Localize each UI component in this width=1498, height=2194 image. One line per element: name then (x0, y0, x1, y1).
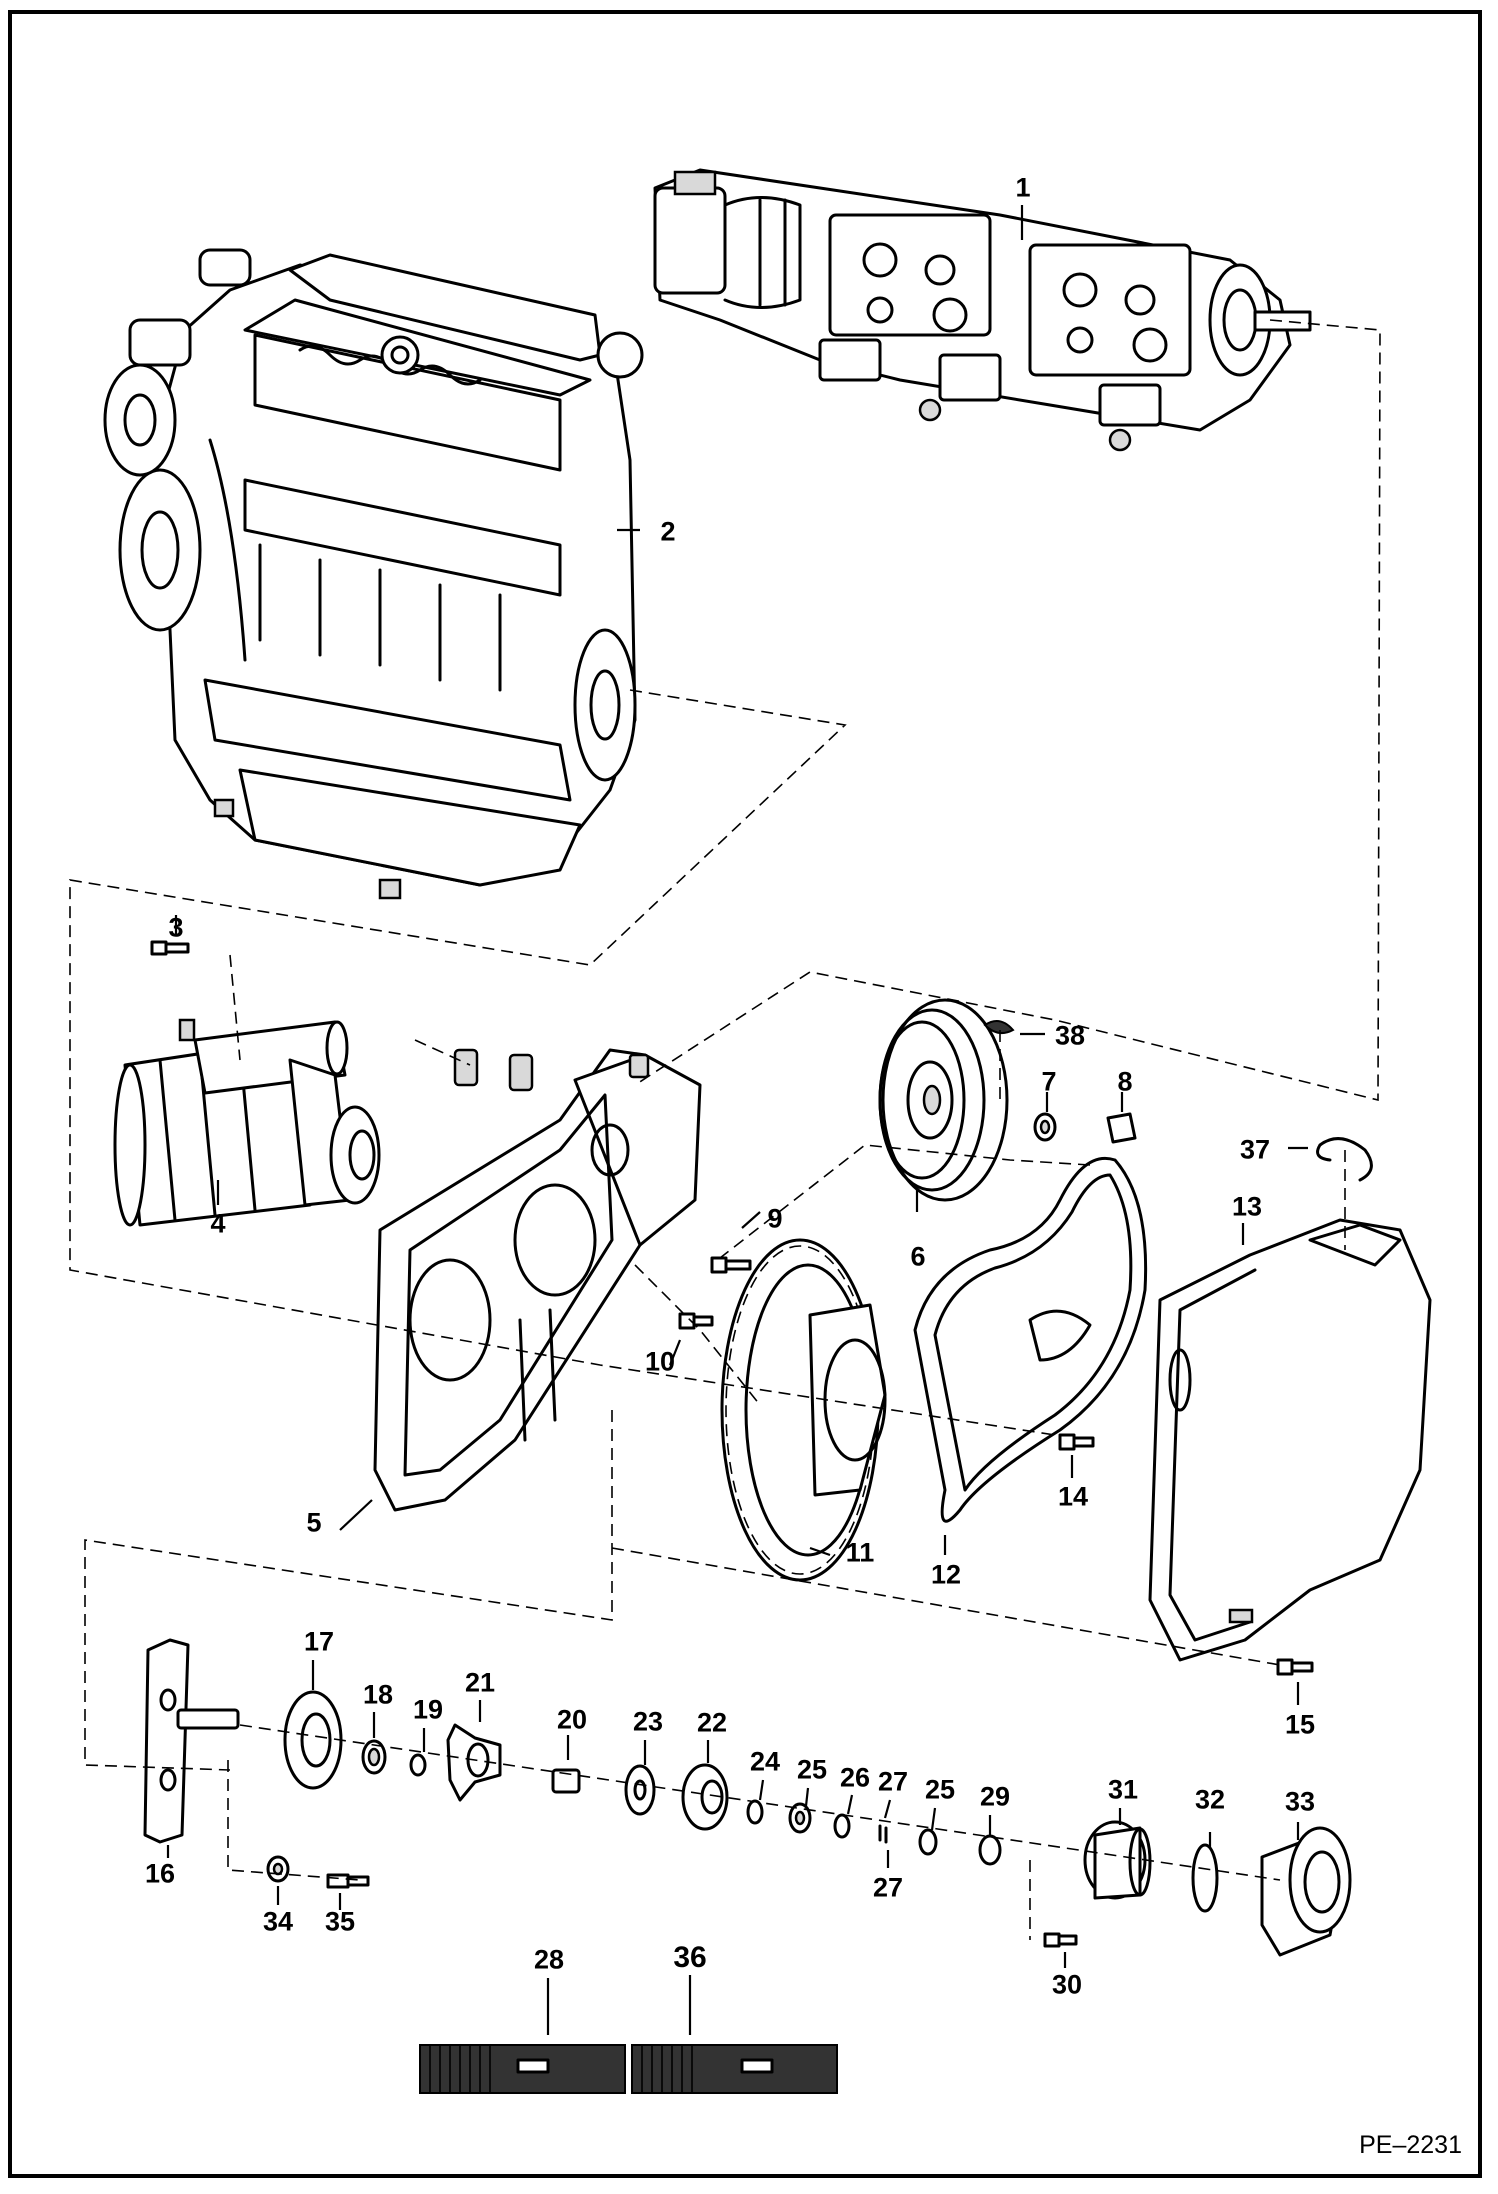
callout-35: 35 (324, 1906, 356, 1937)
callout-16: 16 (144, 1858, 176, 1889)
callout-34: 34 (262, 1906, 294, 1937)
callout-26: 26 (839, 1762, 871, 1793)
callout-10: 10 (644, 1346, 676, 1377)
callout-5: 5 (306, 1507, 322, 1538)
shim-packs (419, 1975, 838, 2094)
callout-1: 1 (1015, 172, 1031, 203)
drive-belt (913, 1156, 1148, 1555)
callout-18: 18 (362, 1679, 394, 1710)
engine (103, 248, 644, 900)
axle-components (143, 1638, 1352, 1968)
callout-33: 33 (1284, 1786, 1316, 1817)
callout-17: 17 (303, 1626, 335, 1657)
callout-20: 20 (556, 1704, 588, 1735)
callout-11: 11 (845, 1537, 875, 1568)
callout-12: 12 (930, 1559, 962, 1590)
callout-38: 38 (1054, 1020, 1086, 1051)
assembly-leader-lines (69, 319, 1381, 1940)
callout-21: 21 (464, 1667, 496, 1698)
drawing-reference-code: PE–2231 (1359, 2131, 1462, 2159)
sprocket (720, 1238, 887, 1582)
callout-8: 8 (1117, 1066, 1133, 1097)
callout-6: 6 (910, 1241, 926, 1272)
callout-28: 28 (533, 1944, 565, 1975)
callout-9: 9 (767, 1203, 783, 1234)
starter-motor (113, 1018, 381, 1227)
callout-14: 14 (1057, 1481, 1089, 1512)
callout-37: 37 (1239, 1134, 1271, 1165)
hydrostatic-pump (653, 168, 1312, 452)
callout-22: 22 (696, 1707, 728, 1738)
callout-25-left: 25 (796, 1754, 828, 1785)
callout-25-right: 25 (924, 1774, 956, 1805)
chaincase-housing (339, 1048, 702, 1531)
callout-27-lower: 27 (872, 1872, 904, 1903)
washer-and-nut (983, 1020, 1137, 1144)
chaincase-cover (1148, 1137, 1432, 1662)
callout-27-upper: 27 (877, 1766, 909, 1797)
callout-7: 7 (1041, 1066, 1057, 1097)
callout-29: 29 (979, 1781, 1011, 1812)
callout-23: 23 (632, 1706, 664, 1737)
callout-19: 19 (412, 1694, 444, 1725)
callout-2: 2 (660, 516, 676, 547)
callout-36: 36 (673, 1941, 707, 1974)
callout-15: 15 (1284, 1709, 1316, 1740)
callout-32: 32 (1194, 1784, 1226, 1815)
callout-3: 3 (168, 912, 184, 943)
diagram-border (8, 10, 1482, 2178)
callout-30: 30 (1051, 1969, 1083, 2000)
bolts (150, 915, 1314, 1705)
callout-13: 13 (1231, 1191, 1263, 1222)
callout-4: 4 (210, 1208, 226, 1239)
callout-24: 24 (749, 1746, 781, 1777)
callout-31: 31 (1107, 1774, 1139, 1805)
